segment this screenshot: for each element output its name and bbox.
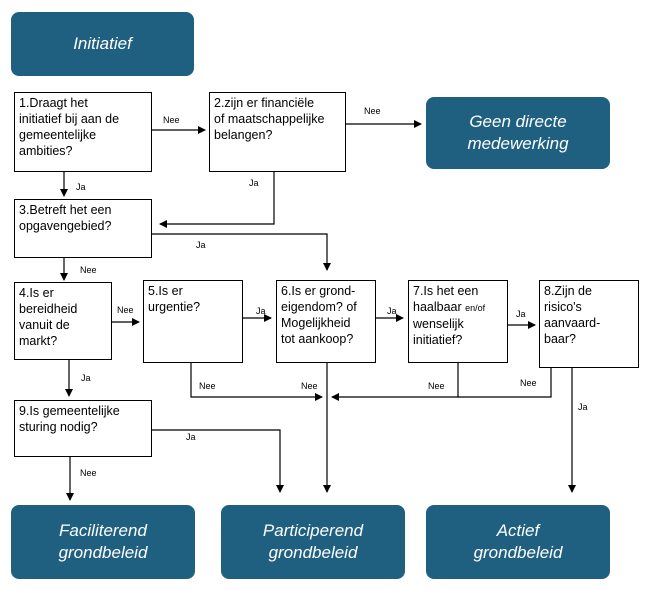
question-6-line: 6.Is er grond- <box>281 284 356 298</box>
terminal-actief-grondbeleid: Actief grondbeleid <box>426 505 610 579</box>
question-9-line: sturing nodig? <box>19 420 98 434</box>
terminal-geen-line1: Geen directe <box>469 112 567 131</box>
label-nee-q4-q5: Nee <box>117 305 134 315</box>
terminal-initiatief: Initiatief <box>11 12 194 76</box>
terminal-actief-line1: Actief <box>496 521 540 540</box>
question-7-line2b: en/of <box>465 303 486 313</box>
label-ja-q3-q6: Ja <box>196 240 206 250</box>
label-ja-q9-participerend: Ja <box>186 432 196 442</box>
arrow-q7-merge <box>331 363 459 401</box>
question-6-line: Mogelijkheid <box>281 316 351 330</box>
question-9-line: 9.Is gemeentelijke <box>19 404 120 418</box>
label-ja-q6-q7: Ja <box>387 306 397 316</box>
terminal-initiatief-label: Initiatief <box>73 34 132 53</box>
question-7-line3: wenselijk <box>413 317 464 331</box>
question-4-line: markt? <box>19 334 58 348</box>
question-8-line: risico's <box>544 300 582 314</box>
label-ja-q4-q9: Ja <box>81 373 91 383</box>
terminal-actief-line2: grondbeleid <box>473 543 563 562</box>
question-6-line: tot aankoop? <box>281 332 354 346</box>
question-5-line: urgentie? <box>148 300 201 314</box>
arrow-q5-merge <box>190 363 323 401</box>
question-5-line: 5.Is er <box>148 284 183 298</box>
label-ja-q2: Ja <box>249 178 259 188</box>
question-7-line4: initiatief? <box>413 333 463 347</box>
label-nee-q5: Nee <box>199 381 216 391</box>
question-4: 4.Is er bereidheid vanuit de markt? <box>14 282 112 360</box>
arrow-q3-q6 <box>152 233 331 271</box>
question-3-line: opgavengebied? <box>19 219 112 233</box>
label-nee-q8: Nee <box>520 378 537 388</box>
label-ja-q7-q8: Ja <box>516 309 526 319</box>
label-nee-q6: Nee <box>301 381 318 391</box>
terminal-participerend-line2: grondbeleid <box>268 543 358 562</box>
question-4-line: vanuit de <box>19 318 70 332</box>
terminal-faciliterend-line1: Faciliterend <box>59 521 147 540</box>
terminal-faciliterend-line2: grondbeleid <box>58 543 148 562</box>
question-2: 2.zijn er financiële of maatschappelijke… <box>209 92 346 172</box>
question-1-line: initiatief bij aan de <box>19 112 120 126</box>
terminal-participerend-grondbeleid: Participerend grondbeleid <box>221 505 405 579</box>
question-4-line: 4.Is er <box>19 286 54 300</box>
question-1-line: gemeentelijke <box>19 128 97 142</box>
terminal-geen-line2: medewerking <box>467 134 569 153</box>
label-nee-q2-geen: Nee <box>364 106 381 116</box>
question-8-line: 8.Zijn de <box>544 284 592 298</box>
arrow-q9-participerend <box>152 429 284 493</box>
question-5: 5.Is er urgentie? <box>143 280 243 363</box>
question-7: 7.Is het een haalbaar en/of wenselijk in… <box>408 280 508 363</box>
arrow-q8-merge <box>458 368 552 398</box>
label-ja-q1-q3: Ja <box>76 182 86 192</box>
terminal-participerend-line1: Participerend <box>262 521 364 540</box>
question-2-line: of maatschappelijke <box>214 112 325 126</box>
terminal-faciliterend-grondbeleid: Faciliterend grondbeleid <box>11 505 195 579</box>
question-6-line: eigendom? of <box>281 300 357 314</box>
question-3-line: 3.Betreft het een <box>19 203 112 217</box>
label-ja-q5-q6: Ja <box>256 306 266 316</box>
question-9: 9.Is gemeentelijke sturing nodig? <box>14 400 152 457</box>
question-4-line: bereidheid <box>19 302 78 316</box>
question-3: 3.Betreft het een opgavengebied? <box>14 199 152 258</box>
question-8-line: baar? <box>544 332 576 346</box>
label-nee-q1-q2: Nee <box>163 115 180 125</box>
label-nee-q9-faciliterend: Nee <box>80 468 97 478</box>
question-8: 8.Zijn de risico's aanvaard- baar? <box>539 280 639 368</box>
question-6: 6.Is er grond- eigendom? of Mogelijkheid… <box>276 280 376 363</box>
question-2-line: 2.zijn er financiële <box>214 96 315 110</box>
question-2-line: belangen? <box>214 128 273 142</box>
question-1-line: 1.Draagt het <box>19 96 88 110</box>
question-7-line2: haalbaar en/of <box>413 299 503 316</box>
terminal-geen-directe-medewerking: Geen directe medewerking <box>426 97 610 169</box>
question-1-line: ambities? <box>19 144 73 158</box>
question-8-line: aanvaard- <box>544 316 601 330</box>
label-ja-q8-actief: Ja <box>578 402 588 412</box>
arrow-q2-q3 <box>159 172 275 228</box>
label-nee-q7: Nee <box>428 381 445 391</box>
question-7-line2a: haalbaar <box>413 300 466 314</box>
question-7-line1: 7.Is het een <box>413 284 479 298</box>
label-nee-q3-q4: Nee <box>80 265 97 275</box>
question-1: 1.Draagt het initiatief bij aan de gemee… <box>14 92 152 172</box>
